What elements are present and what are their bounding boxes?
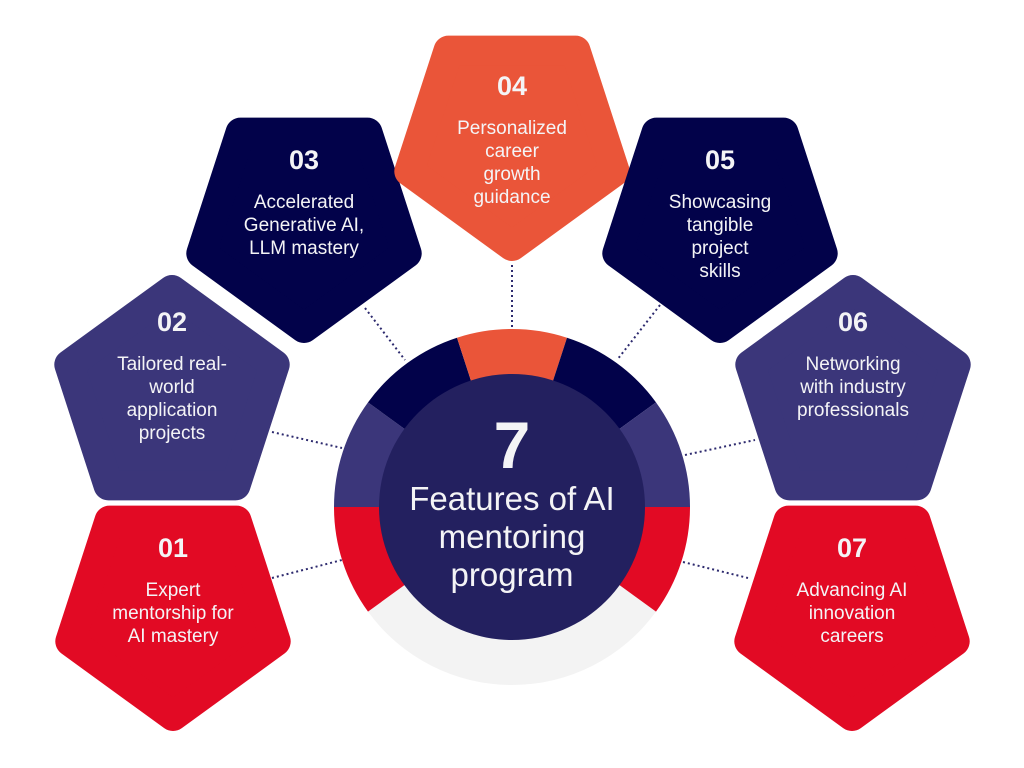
- feature-number: 01: [157, 533, 189, 563]
- pentagon-03: [186, 117, 422, 343]
- center-title-line: Features of AI: [409, 480, 615, 517]
- center-label: 7 Features of AI mentoring program: [382, 410, 642, 594]
- feature-label: growth: [483, 164, 541, 185]
- feature-label: tangible: [686, 215, 754, 236]
- feature-card-07: 07 Advancing AI innovation careers: [732, 533, 972, 648]
- feature-label: guidance: [473, 187, 551, 208]
- feature-label: careers: [820, 626, 884, 647]
- feature-number: 06: [837, 307, 869, 337]
- feature-label: application: [126, 400, 218, 421]
- feature-label: Advancing AI: [796, 580, 908, 601]
- pentagon-07: [734, 505, 970, 731]
- feature-label: professionals: [797, 400, 909, 421]
- feature-card-04: 04 Personalized career growth guidance: [392, 71, 632, 209]
- feature-label: world: [149, 377, 195, 398]
- pentagon-06: [735, 275, 971, 501]
- feature-number: 07: [836, 533, 868, 563]
- ring-segment-03: [367, 337, 475, 437]
- feature-label: innovation: [808, 603, 896, 624]
- feature-label: Accelerated: [253, 192, 355, 213]
- feature-label: AI mastery: [127, 626, 219, 647]
- feature-card-02: 02 Tailored real- world application proj…: [52, 307, 292, 445]
- ring-segment-05: [549, 337, 657, 437]
- connector-02: [271, 431, 343, 449]
- feature-label: project: [691, 238, 749, 259]
- connector-07: [682, 561, 749, 579]
- connector-lines: [271, 265, 756, 579]
- center-title-line: mentoring: [438, 518, 586, 555]
- pentagon-04: [394, 35, 630, 261]
- feature-label: Generative AI,: [243, 215, 365, 236]
- pentagon-05: [602, 117, 838, 343]
- feature-label: with industry: [800, 377, 906, 398]
- feature-card-05: 05 Showcasing tangible project skills: [600, 145, 840, 283]
- feature-label: LLM mastery: [249, 238, 359, 259]
- feature-label: mentorship for: [112, 603, 234, 624]
- feature-number: 03: [288, 145, 320, 175]
- feature-card-06: 06 Networking with industry professional…: [733, 307, 973, 422]
- feature-label: Tailored real-: [117, 354, 227, 375]
- connector-03: [364, 307, 406, 361]
- pentagon-02: [54, 275, 290, 501]
- feature-label: Showcasing: [668, 192, 772, 213]
- feature-label: Expert: [145, 580, 201, 601]
- feature-label: Personalized: [457, 118, 567, 139]
- feature-number: 04: [496, 71, 528, 101]
- feature-label: projects: [138, 423, 206, 444]
- connector-01: [271, 559, 343, 579]
- feature-label: career: [485, 141, 539, 162]
- feature-label: Networking: [805, 354, 901, 375]
- feature-number: 02: [156, 307, 188, 337]
- feature-number: 05: [704, 145, 736, 175]
- feature-card-03: 03 Accelerated Generative AI, LLM master…: [184, 145, 424, 260]
- feature-label: skills: [699, 261, 741, 282]
- connector-05: [616, 304, 661, 361]
- connector-06: [684, 439, 756, 456]
- center-number: 7: [493, 408, 531, 482]
- center-title-line: program: [450, 556, 574, 593]
- center-circle: [379, 374, 645, 640]
- pentagon-01: [55, 505, 291, 731]
- feature-card-01: 01 Expert mentorship for AI mastery: [53, 533, 293, 648]
